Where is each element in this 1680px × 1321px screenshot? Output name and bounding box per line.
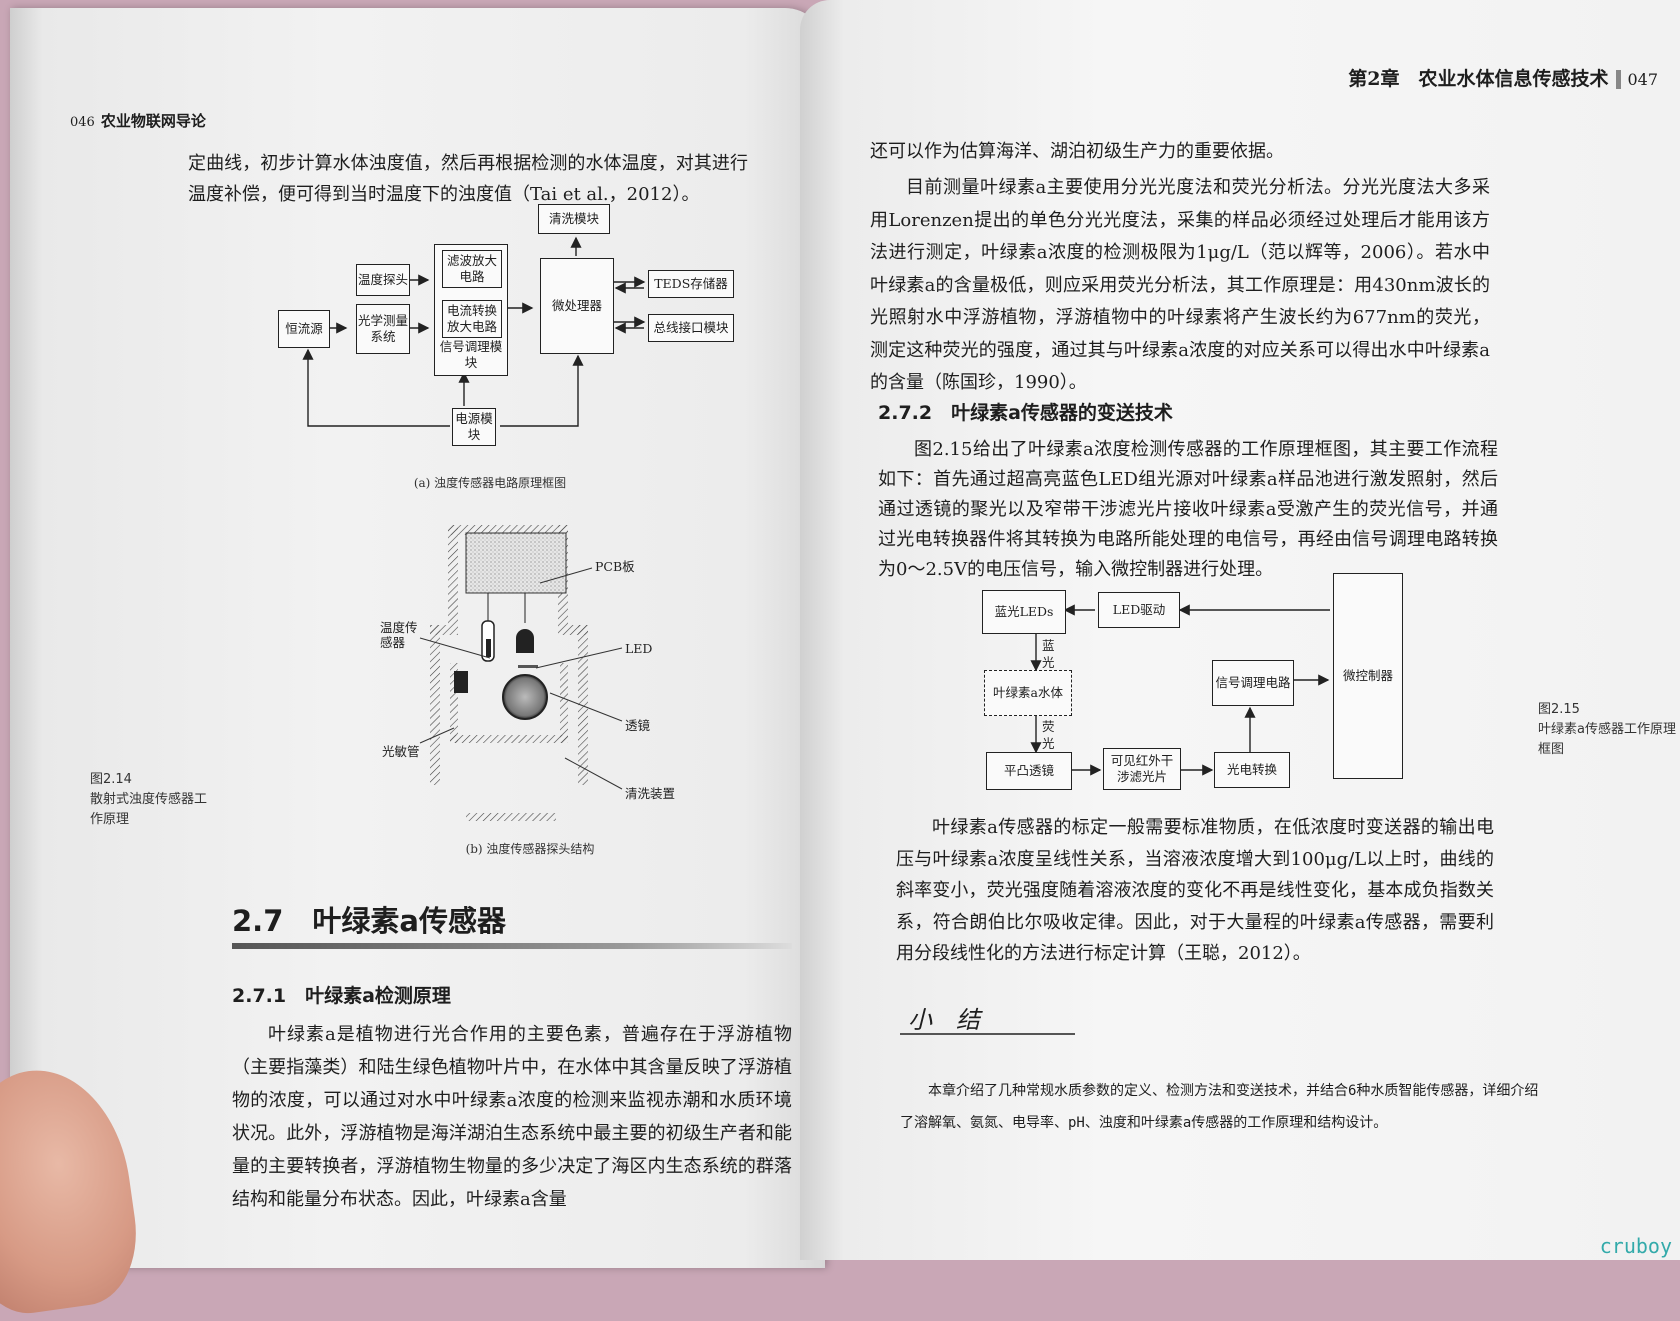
summary-rule xyxy=(900,1033,1075,1035)
right-para-1: 还可以作为估算海洋、湖泊初级生产力的重要依据。 xyxy=(870,141,1284,162)
right-page: 第2章 农业水体信息传感技术 047 还可以作为估算海洋、湖泊初级生产力的重要依据… xyxy=(800,0,1680,1260)
photo-conv-box: 光电转换 xyxy=(1214,752,1290,788)
section-title-2-7: 2.7 叶绿素a传感器 xyxy=(232,904,506,938)
probe-structure-drawing xyxy=(430,525,588,821)
constant-source-box: 恒流源 xyxy=(278,310,330,348)
wash-device-label: 清洗装置 xyxy=(625,786,676,801)
figure-2-15-number: 图2.15 xyxy=(1538,702,1580,717)
blue-leds-box: 蓝光LEDs xyxy=(982,590,1066,634)
temp-sensor-label: 温度传感器 xyxy=(380,620,418,650)
figure-2-14-text: 散射式浊度传感器工作原理 xyxy=(90,792,208,827)
current-conv-box: 电流转换放大电路 xyxy=(442,300,502,338)
signal-circuit-box: 信号调理电路 xyxy=(1212,660,1294,706)
microcontroller-box: 微控制器 xyxy=(1333,573,1403,779)
right-para-2: 目前测量叶绿素a主要使用分光光度法和荧光分析法。分光光度法大多采用Lorenze… xyxy=(870,177,1490,393)
intro-paragraph: 定曲线，初步计算水体浊度值，然后再根据检测的水体温度，对其进行温度补偿，便可得到… xyxy=(188,153,748,205)
figure-b-caption: (b) 浊度传感器探头结构 xyxy=(465,842,595,856)
photo-tube-label: 光敏管 xyxy=(382,744,420,759)
optical-system-box: 光学测量系统 xyxy=(356,304,410,354)
right-running-title: 第2章 农业水体信息传感技术 xyxy=(1348,68,1609,90)
figure-2-15-text: 叶绿素a传感器工作原理框图 xyxy=(1538,722,1676,757)
led-label: LED xyxy=(625,641,653,656)
temp-probe-box: 温度探头 xyxy=(356,264,410,296)
right-para-4: 叶绿素a传感器的标定一般需要标准物质，在低浓度时变送器的输出电压与叶绿素a浓度呈… xyxy=(896,817,1494,964)
convex-lens-box: 平凸透镜 xyxy=(986,752,1072,790)
wash-module-box: 清洗模块 xyxy=(538,204,610,234)
summary-title: 小 结 xyxy=(908,1006,980,1034)
figure-a-caption: (a) 浊度传感器电路原理框图 xyxy=(413,476,567,490)
section-rule xyxy=(232,943,792,949)
filter-box: 可见红外干涉滤光片 xyxy=(1103,748,1181,790)
body-paragraph-2-7-1: 叶绿素a是植物进行光合作用的主要色素，普遍存在于浮游植物（主要指藻类）和陆生绿色… xyxy=(232,1024,792,1210)
pcb-label: PCB板 xyxy=(595,559,635,574)
fluorescence-label: 荧光 xyxy=(1042,719,1055,751)
left-running-head: 046 农业物联网导论 xyxy=(70,110,206,131)
led-driver-box: LED驱动 xyxy=(1098,592,1180,628)
watermark: cruboy xyxy=(1599,1234,1672,1258)
microprocessor-box: 微处理器 xyxy=(540,258,614,354)
probe-leader-lines xyxy=(419,567,623,790)
filter-amp-box: 滤波放大电路 xyxy=(442,250,502,288)
teds-box: TEDS存储器 xyxy=(648,270,734,298)
figure-2-14-caption: 图2.14 散射式浊度传感器工作原理 xyxy=(90,770,210,830)
subsection-title-2-7-2: 2.7.2 叶绿素a传感器的变送技术 xyxy=(878,402,1173,424)
water-body-box: 叶绿素a水体 xyxy=(984,670,1072,716)
figure-2-15-caption: 图2.15 叶绿素a传感器工作原理框图 xyxy=(1538,700,1678,760)
right-page-number: 047 xyxy=(1616,70,1658,89)
left-running-title: 农业物联网导论 xyxy=(100,112,206,130)
left-page: 046 农业物联网导论 定曲线，初步计算水体浊度值，然后再根据检测的水体温度，对其… xyxy=(10,8,825,1268)
turbidity-circuit-diagram: 恒流源 温度探头 光学测量系统 信号调理模块 滤波放大电路 电流转换放大电路 清… xyxy=(10,8,825,488)
chlorophyll-diagram-arrows xyxy=(1030,604,1330,776)
right-running-head: 第2章 农业水体信息传感技术 047 xyxy=(1348,64,1658,91)
power-module-box: 电源模块 xyxy=(452,408,496,446)
circuit-diagram-arrows xyxy=(302,236,646,427)
right-para-3: 图2.15给出了叶绿素a浓度检测传感器的工作原理框图，其主要工作流程如下：首先通… xyxy=(878,439,1498,580)
left-page-number: 046 xyxy=(70,115,95,130)
lens-label: 透镜 xyxy=(625,718,651,733)
subsection-title-2-7-1: 2.7.1 叶绿素a检测原理 xyxy=(232,985,451,1007)
figure-2-14-number: 图2.14 xyxy=(90,772,132,787)
blue-light-label: 蓝光 xyxy=(1042,638,1055,670)
summary-text: 本章介绍了几种常规水质参数的定义、检测方法和变送技术，并结合6种水质智能传感器，… xyxy=(900,1083,1539,1131)
bus-interface-box: 总线接口模块 xyxy=(648,314,734,342)
